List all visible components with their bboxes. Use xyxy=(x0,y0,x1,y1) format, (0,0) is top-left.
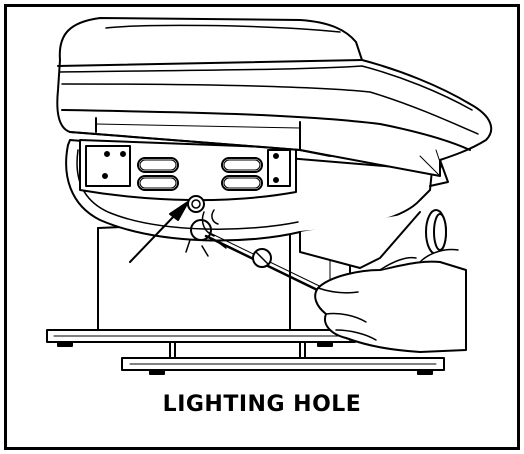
figure-caption: LIGHTING HOLE xyxy=(162,392,362,417)
base-plate-top xyxy=(46,329,356,347)
lighting-hole xyxy=(187,195,205,213)
control-panel xyxy=(79,139,297,202)
grill-lid xyxy=(56,17,493,187)
base-plate-bottom xyxy=(121,357,445,375)
hand xyxy=(314,248,467,353)
pointer-arrow xyxy=(129,201,189,263)
